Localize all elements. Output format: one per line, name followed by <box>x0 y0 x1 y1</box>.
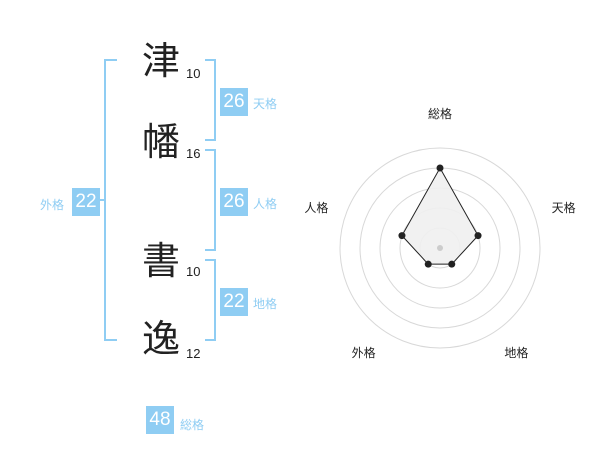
chikaku-label: 地格 <box>253 297 278 311</box>
name-char-2: 幡 <box>142 120 181 164</box>
radar-ring-5 <box>339 147 541 349</box>
radar-axis-label-3: 地格 <box>504 345 528 360</box>
name-char-4: 逸 <box>142 317 181 361</box>
tenkaku-bracket <box>205 59 216 141</box>
radar-axis-label-1: 総格 <box>428 106 452 121</box>
soukaku-label: 総格 <box>180 418 205 432</box>
radar-axis-label-4: 外格 <box>352 345 376 360</box>
tenkaku-label: 天格 <box>253 97 278 111</box>
jinkaku-value: 26 <box>220 188 248 216</box>
radar-area <box>401 166 479 265</box>
stroke-count-2: 16 <box>186 146 201 161</box>
soukaku-value: 48 <box>146 406 174 434</box>
radar-center-dot <box>437 245 443 251</box>
radar-point-3 <box>448 260 456 268</box>
stroke-count-4: 12 <box>186 346 201 361</box>
jinkaku-bracket <box>205 149 216 251</box>
radar-point-2 <box>474 232 482 240</box>
radar-point-5 <box>398 232 406 240</box>
gaikaku-value: 22 <box>72 188 100 216</box>
radar-axis-label-5: 人格 <box>304 200 328 215</box>
radar-point-1 <box>436 164 444 172</box>
chikaku-value: 22 <box>220 288 248 316</box>
stroke-count-3: 10 <box>186 264 201 279</box>
chikaku-bracket <box>205 259 216 341</box>
gaikaku-label: 外格 <box>40 198 65 212</box>
jinkaku-label: 人格 <box>253 197 278 211</box>
radar-point-4 <box>424 260 432 268</box>
name-char-3: 書 <box>142 239 181 283</box>
stroke-count-1: 10 <box>186 66 201 81</box>
tenkaku-value: 26 <box>220 88 248 116</box>
radar-axis-label-2: 天格 <box>552 200 576 215</box>
name-char-1: 津 <box>142 39 181 83</box>
